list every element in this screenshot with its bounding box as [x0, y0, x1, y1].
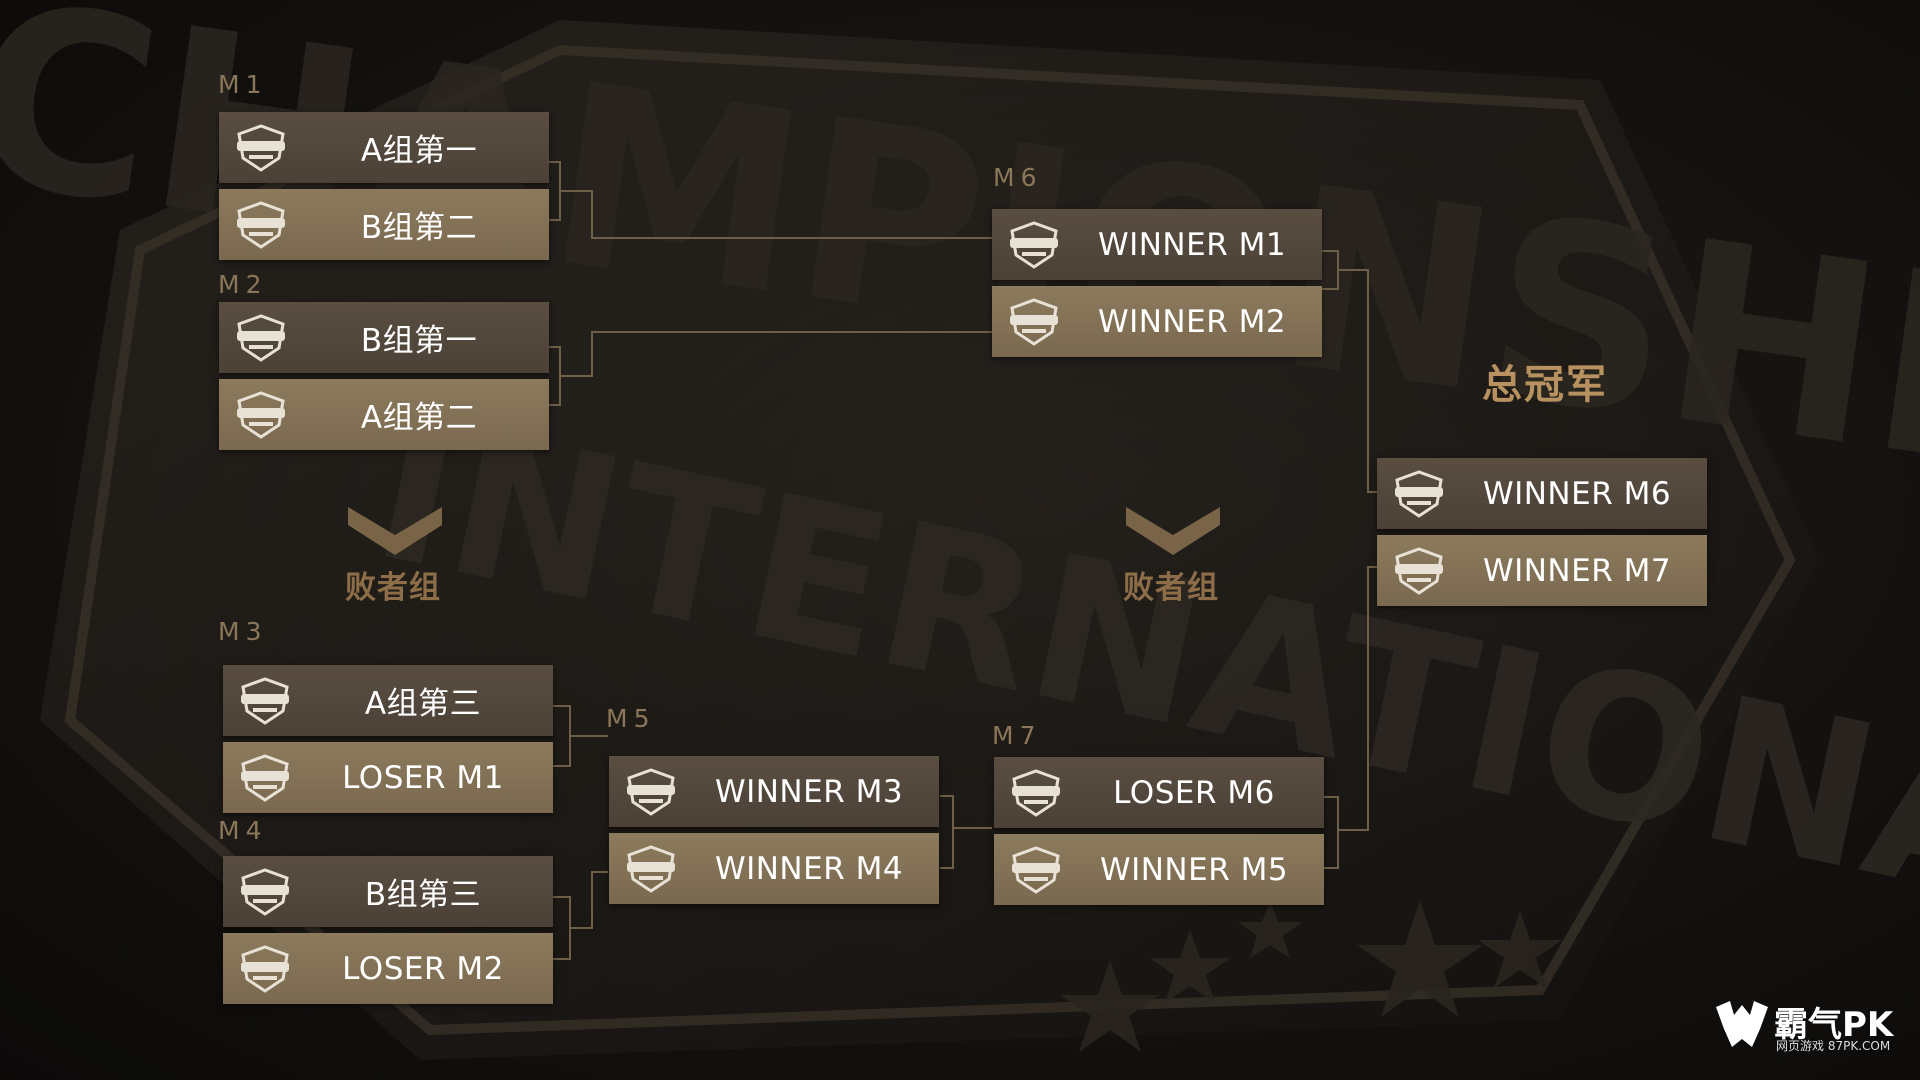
match-label-m4: M4	[218, 816, 268, 845]
match-label-m1: M1	[218, 70, 268, 99]
site-logo-name: 霸气PK	[1774, 1005, 1894, 1045]
championship-badge-icon	[241, 945, 289, 993]
match-label-m3: M3	[218, 617, 268, 646]
team-slot[interactable]: B组第一	[219, 302, 549, 373]
team-name: A组第二	[360, 400, 478, 436]
losers-bracket-title: 败者组	[345, 570, 441, 606]
team-name: A组第一	[360, 133, 478, 169]
team-name: WINNER M1	[1097, 226, 1287, 263]
team-slot[interactable]: WINNER M4	[609, 833, 939, 904]
match-final: WINNER M6 WINNER M7	[1377, 458, 1707, 612]
match-m7: LOSER M6 WINNER M5	[994, 757, 1324, 911]
team-name: B组第二	[360, 210, 478, 246]
match-label-m7: M7	[992, 721, 1042, 750]
team-slot[interactable]: LOSER M1	[223, 742, 553, 813]
losers-bracket-title: 败者组	[1123, 570, 1219, 606]
championship-badge-icon	[237, 124, 285, 172]
team-slot[interactable]: WINNER M3	[609, 756, 939, 827]
match-m4: B组第三 LOSER M2	[223, 856, 553, 1010]
team-name: B组第一	[360, 323, 478, 359]
championship-badge-icon	[237, 201, 285, 249]
team-name: WINNER M3	[714, 773, 904, 810]
team-name: B组第三	[364, 877, 482, 913]
team-name: WINNER M5	[1099, 851, 1289, 888]
match-m2: B组第一 A组第二	[219, 302, 549, 456]
championship-badge-icon	[1010, 221, 1058, 269]
site-logo-subtitle: 网页游戏 87PK.COM	[1776, 1039, 1891, 1053]
championship-badge-icon	[627, 768, 675, 816]
team-slot[interactable]: WINNER M1	[992, 209, 1322, 280]
team-slot[interactable]: WINNER M5	[994, 834, 1324, 905]
match-m6: WINNER M1 WINNER M2	[992, 209, 1322, 363]
team-name: WINNER M2	[1097, 303, 1287, 340]
championship-badge-icon	[1395, 547, 1443, 595]
team-slot[interactable]: A组第一	[219, 112, 549, 183]
championship-badge-icon	[241, 754, 289, 802]
championship-badge-icon	[1012, 769, 1060, 817]
championship-badge-icon	[241, 868, 289, 916]
bull-logo-icon	[1716, 1001, 1768, 1047]
team-name: WINNER M7	[1482, 552, 1672, 589]
team-name: A组第三	[364, 686, 482, 722]
team-slot[interactable]: B组第二	[219, 189, 549, 260]
chevron-down-icon	[1126, 507, 1220, 555]
team-name: LOSER M6	[1113, 774, 1275, 811]
championship-badge-icon	[237, 314, 285, 362]
team-name: WINNER M6	[1482, 475, 1672, 512]
team-slot[interactable]: B组第三	[223, 856, 553, 927]
team-name: LOSER M1	[342, 759, 504, 796]
championship-badge-icon	[1395, 470, 1443, 518]
team-slot[interactable]: A组第三	[223, 665, 553, 736]
match-label-m2: M2	[218, 270, 268, 299]
championship-badge-icon	[1012, 846, 1060, 894]
team-slot[interactable]: LOSER M2	[223, 933, 553, 1004]
championship-badge-icon	[241, 677, 289, 725]
team-slot[interactable]: WINNER M6	[1377, 458, 1707, 529]
match-m3: A组第三 LOSER M1	[223, 665, 553, 819]
site-logo[interactable]: 霸气PK 网页游戏 87PK.COM	[1712, 995, 1912, 1060]
match-label-m5: M5	[606, 704, 656, 733]
chevron-down-icon	[348, 507, 442, 555]
match-m5: WINNER M3 WINNER M4	[609, 756, 939, 910]
championship-badge-icon	[627, 845, 675, 893]
championship-badge-icon	[1010, 298, 1058, 346]
team-slot[interactable]: WINNER M7	[1377, 535, 1707, 606]
match-m1: A组第一 B组第二	[219, 112, 549, 266]
team-slot[interactable]: WINNER M2	[992, 286, 1322, 357]
team-slot[interactable]: LOSER M6	[994, 757, 1324, 828]
championship-badge-icon	[237, 391, 285, 439]
team-name: LOSER M2	[342, 950, 504, 987]
team-name: WINNER M4	[714, 850, 904, 887]
team-slot[interactable]: A组第二	[219, 379, 549, 450]
champion-title: 总冠军	[1482, 362, 1608, 408]
match-label-m6: M6	[993, 163, 1043, 192]
